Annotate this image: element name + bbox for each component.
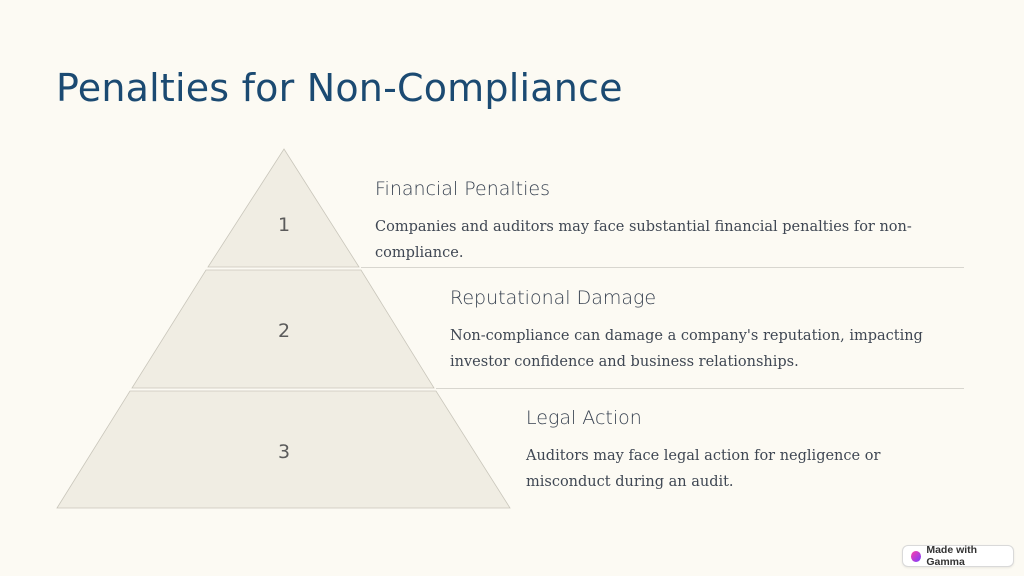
- tier-1-title: Financial Penalties: [375, 178, 550, 200]
- pyramid-tier-2: [131, 269, 435, 389]
- page-title: Penalties for Non-Compliance: [56, 66, 623, 110]
- gamma-logo-icon: [911, 550, 922, 562]
- pyramid-tier-1: [207, 148, 360, 268]
- tier-2-divider: [436, 388, 964, 389]
- tier-2-description: Non-compliance can damage a company's re…: [450, 328, 923, 370]
- tier-1-content: Financial Penalties Companies and audito…: [375, 178, 975, 266]
- badge-label: Made with Gamma: [926, 544, 978, 568]
- tier-3-title: Legal Action: [526, 407, 642, 429]
- tier-3-number: 3: [278, 441, 290, 463]
- tier-1-description: Companies and auditors may face substant…: [375, 219, 912, 261]
- pyramid-tier-3: [56, 390, 511, 509]
- tier-2-number: 2: [278, 320, 290, 342]
- tier-1-number: 1: [278, 214, 290, 236]
- tier-2-content: Reputational Damage Non-compliance can d…: [450, 287, 955, 375]
- tier-1-divider: [361, 267, 964, 268]
- tier-3-description: Auditors may face legal action for negli…: [526, 448, 881, 490]
- made-with-gamma-badge[interactable]: Made with Gamma: [902, 544, 1014, 568]
- tier-2-title: Reputational Damage: [450, 287, 657, 309]
- tier-3-content: Legal Action Auditors may face legal act…: [526, 407, 956, 495]
